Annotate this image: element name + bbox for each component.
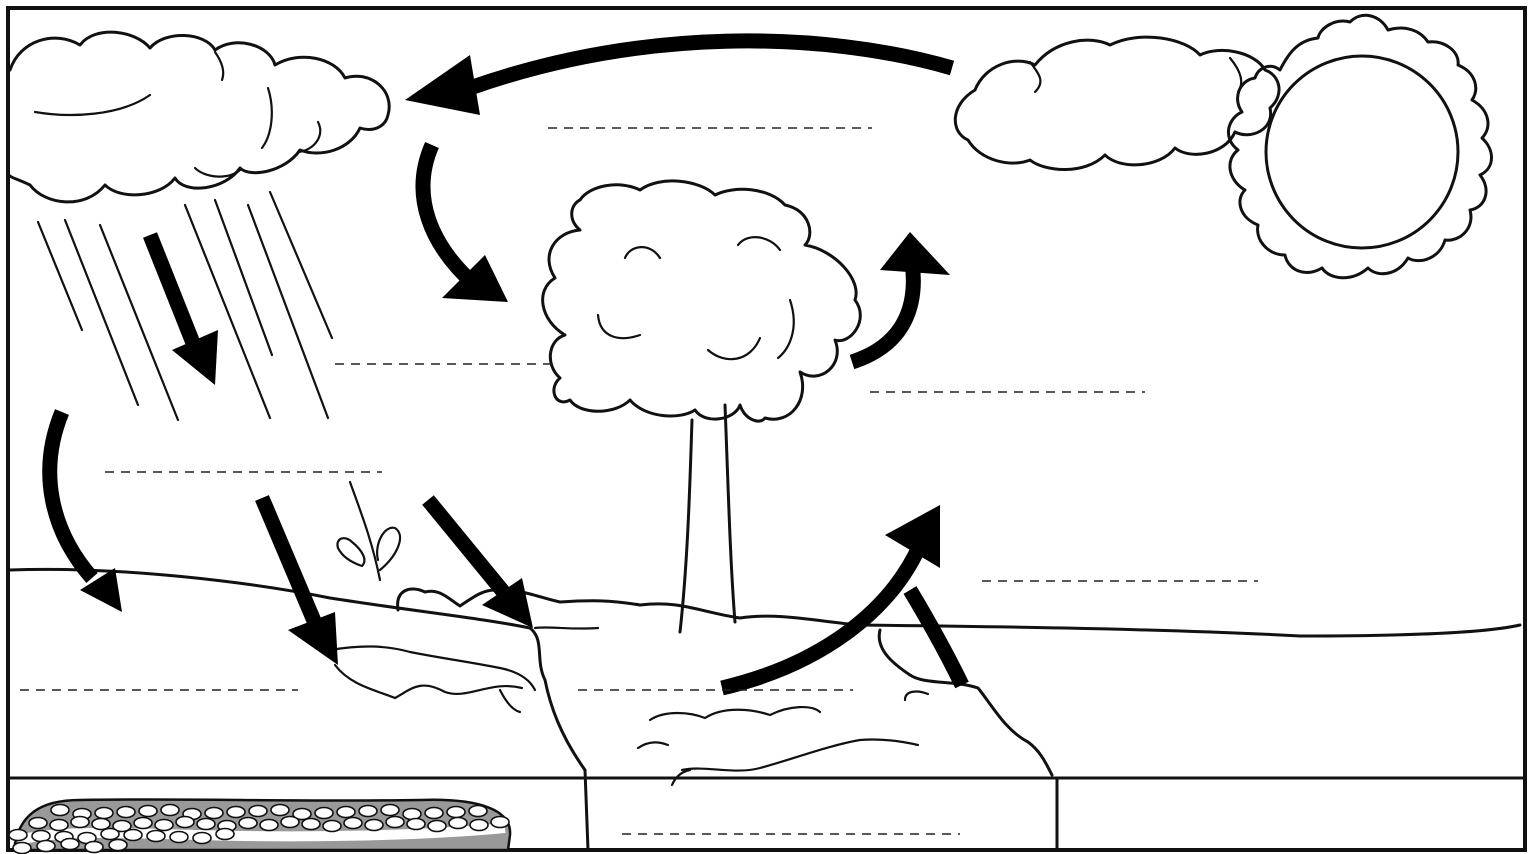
arrow-evaporation — [720, 505, 940, 696]
pebble — [175, 815, 195, 829]
ground-surface — [8, 567, 1522, 777]
pebble — [138, 804, 158, 818]
arrow-transport — [405, 33, 955, 115]
pebble — [49, 818, 69, 832]
pebble — [406, 817, 426, 831]
pebble — [448, 816, 468, 830]
pebble — [215, 827, 235, 841]
arrow-runoff — [42, 409, 122, 612]
pebble — [301, 817, 321, 831]
water-droplet-icon — [336, 480, 401, 582]
pebble — [402, 807, 422, 821]
pebble — [226, 805, 246, 819]
pebble — [490, 815, 510, 829]
pebble — [192, 831, 212, 845]
pebble — [248, 804, 268, 818]
groundwater-layers — [328, 645, 920, 787]
diagram-frame — [6, 6, 1527, 852]
pebble — [154, 818, 174, 832]
cloud-icon — [953, 35, 1281, 171]
pebble — [292, 807, 312, 821]
pebble — [60, 837, 80, 851]
pebble — [314, 806, 334, 820]
rain-icon — [36, 190, 334, 422]
pebble — [133, 816, 153, 830]
pebble — [446, 805, 466, 819]
pebble — [160, 803, 180, 817]
arrow-transpiration — [849, 232, 950, 370]
rain-cloud-icon — [8, 30, 391, 204]
pebble — [468, 804, 488, 818]
pebble — [94, 806, 114, 820]
pebble — [424, 806, 444, 820]
pebble — [427, 819, 447, 833]
pebble — [100, 827, 120, 841]
pebble — [196, 817, 216, 831]
pebble — [322, 819, 342, 833]
pebble — [28, 816, 48, 830]
pebble — [84, 840, 104, 854]
aquifer-icon — [8, 798, 512, 854]
arrow-cloud-to-tree — [415, 141, 508, 302]
pebble — [364, 818, 384, 832]
pebble — [70, 815, 90, 829]
pebble — [280, 815, 300, 829]
pebble — [36, 839, 56, 853]
pebble — [358, 804, 378, 818]
pebble — [8, 828, 28, 842]
pebble — [123, 828, 143, 842]
pebble — [380, 803, 400, 817]
layer-divider — [583, 769, 590, 851]
pebbles — [8, 803, 510, 854]
pebble — [336, 805, 356, 819]
pebble — [270, 803, 290, 817]
pebble — [169, 830, 189, 844]
pebble — [12, 841, 32, 854]
pebble — [50, 803, 70, 817]
arrow-precipitation — [143, 232, 218, 385]
pebble — [469, 818, 489, 832]
pebble — [238, 816, 258, 830]
pebble — [146, 829, 166, 843]
pebble — [385, 815, 405, 829]
tree-icon — [541, 179, 862, 634]
arrow-infiltration — [255, 495, 338, 665]
pebble — [112, 819, 132, 833]
pebble — [259, 818, 279, 832]
pebble — [108, 838, 128, 852]
arrow-groundwater-rise — [903, 586, 969, 689]
sun-icon — [1227, 13, 1493, 280]
pebble — [91, 817, 111, 831]
arrow-surface-flow — [422, 495, 533, 628]
pebble — [343, 816, 363, 830]
pebble — [204, 806, 224, 820]
pebble — [116, 805, 136, 819]
